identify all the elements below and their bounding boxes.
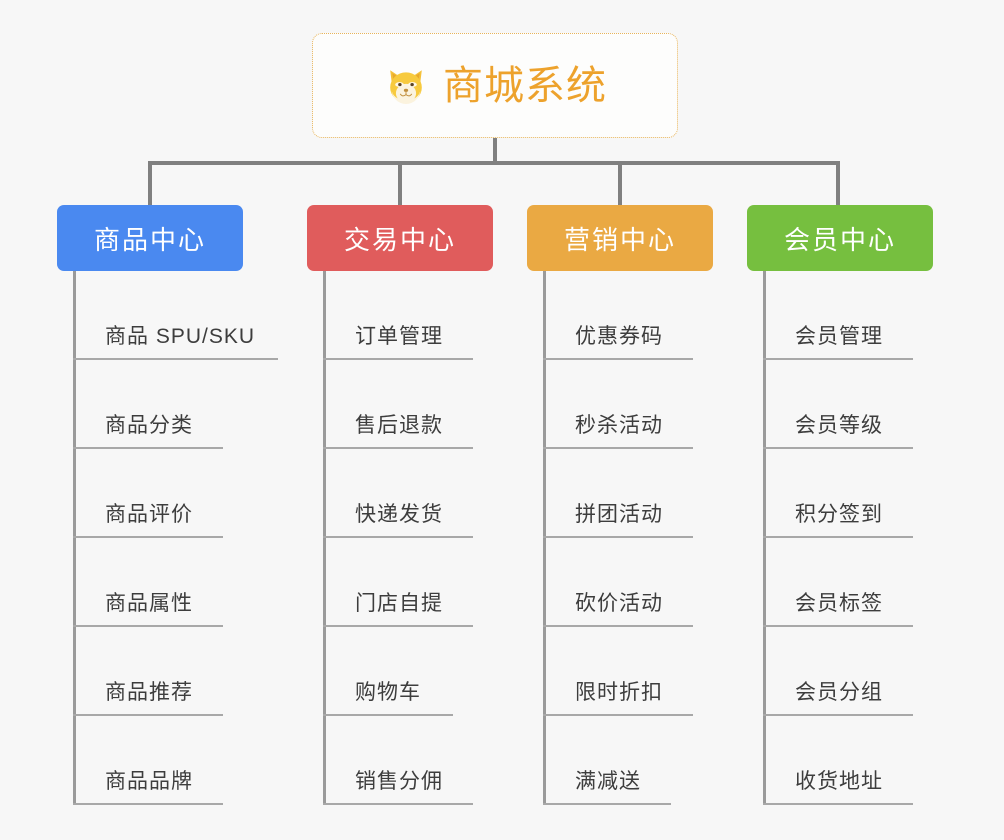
leaf-label: 拼团活动	[575, 503, 663, 526]
leaf-underline	[323, 536, 473, 538]
category-label: 商品中心	[93, 224, 206, 255]
leaf-label: 快递发货	[355, 503, 443, 526]
leaf-spine	[323, 271, 326, 805]
leaf-label: 会员管理	[795, 325, 883, 348]
leaf-label: 商品品牌	[105, 770, 193, 793]
leaf-underline	[73, 625, 223, 627]
leaf-underline	[763, 714, 913, 716]
leaf-underline	[543, 358, 693, 360]
leaf-label: 积分签到	[795, 503, 883, 526]
leaf-underline	[73, 358, 278, 360]
leaf-label: 收货地址	[795, 770, 883, 793]
connector-root-stem	[493, 138, 497, 165]
leaf-spine	[73, 271, 76, 805]
leaf-label: 限时折扣	[575, 681, 663, 704]
leaf-underline	[543, 447, 693, 449]
leaf-label: 购物车	[355, 681, 421, 704]
leaf-underline	[543, 625, 693, 627]
leaf-label: 商品评价	[105, 503, 193, 526]
connector-drop-4	[836, 161, 840, 207]
leaf-label: 商品分类	[105, 414, 193, 437]
leaf-underline	[763, 536, 913, 538]
leaf-underline	[763, 625, 913, 627]
root-title: 商城系统	[443, 63, 607, 108]
leaf-label: 商品 SPU/SKU	[105, 325, 256, 348]
leaf-label: 订单管理	[355, 325, 443, 348]
connector-bus	[148, 161, 840, 165]
leaf-underline	[543, 536, 693, 538]
shiba-dog-icon	[383, 63, 429, 109]
leaf-label: 销售分佣	[355, 770, 443, 793]
leaf-underline	[323, 625, 473, 627]
leaf-underline	[763, 447, 913, 449]
category-box-1[interactable]: 商品中心	[57, 205, 243, 271]
leaf-label: 满减送	[575, 770, 641, 793]
leaf-underline	[73, 447, 223, 449]
leaf-underline	[323, 803, 473, 805]
leaf-spine	[543, 271, 546, 805]
category-box-4[interactable]: 会员中心	[747, 205, 933, 271]
category-label: 交易中心	[343, 224, 456, 255]
connector-drop-3	[618, 161, 622, 207]
leaf-label: 优惠券码	[575, 325, 663, 348]
leaf-label: 门店自提	[355, 592, 443, 615]
leaf-underline	[763, 358, 913, 360]
leaf-underline	[73, 803, 223, 805]
leaf-underline	[323, 447, 473, 449]
leaf-label: 商品推荐	[105, 681, 193, 704]
category-label: 营销中心	[563, 224, 676, 255]
leaf-label: 会员等级	[795, 414, 883, 437]
leaf-underline	[763, 803, 913, 805]
leaf-underline	[543, 803, 671, 805]
leaf-label: 商品属性	[105, 592, 193, 615]
leaf-underline	[543, 714, 693, 716]
root-node[interactable]: 商城系统	[312, 33, 678, 138]
leaf-label: 砍价活动	[575, 592, 663, 615]
category-box-3[interactable]: 营销中心	[527, 205, 713, 271]
leaf-underline	[323, 714, 453, 716]
leaf-spine	[763, 271, 766, 805]
leaf-label: 会员分组	[795, 681, 883, 704]
leaf-underline	[73, 714, 223, 716]
leaf-label: 会员标签	[795, 592, 883, 615]
category-box-2[interactable]: 交易中心	[307, 205, 493, 271]
leaf-underline	[323, 358, 473, 360]
connector-drop-1	[148, 161, 152, 207]
leaf-label: 秒杀活动	[575, 414, 663, 437]
category-label: 会员中心	[783, 224, 896, 255]
connector-drop-2	[398, 161, 402, 207]
leaf-underline	[73, 536, 223, 538]
leaf-label: 售后退款	[355, 414, 443, 437]
